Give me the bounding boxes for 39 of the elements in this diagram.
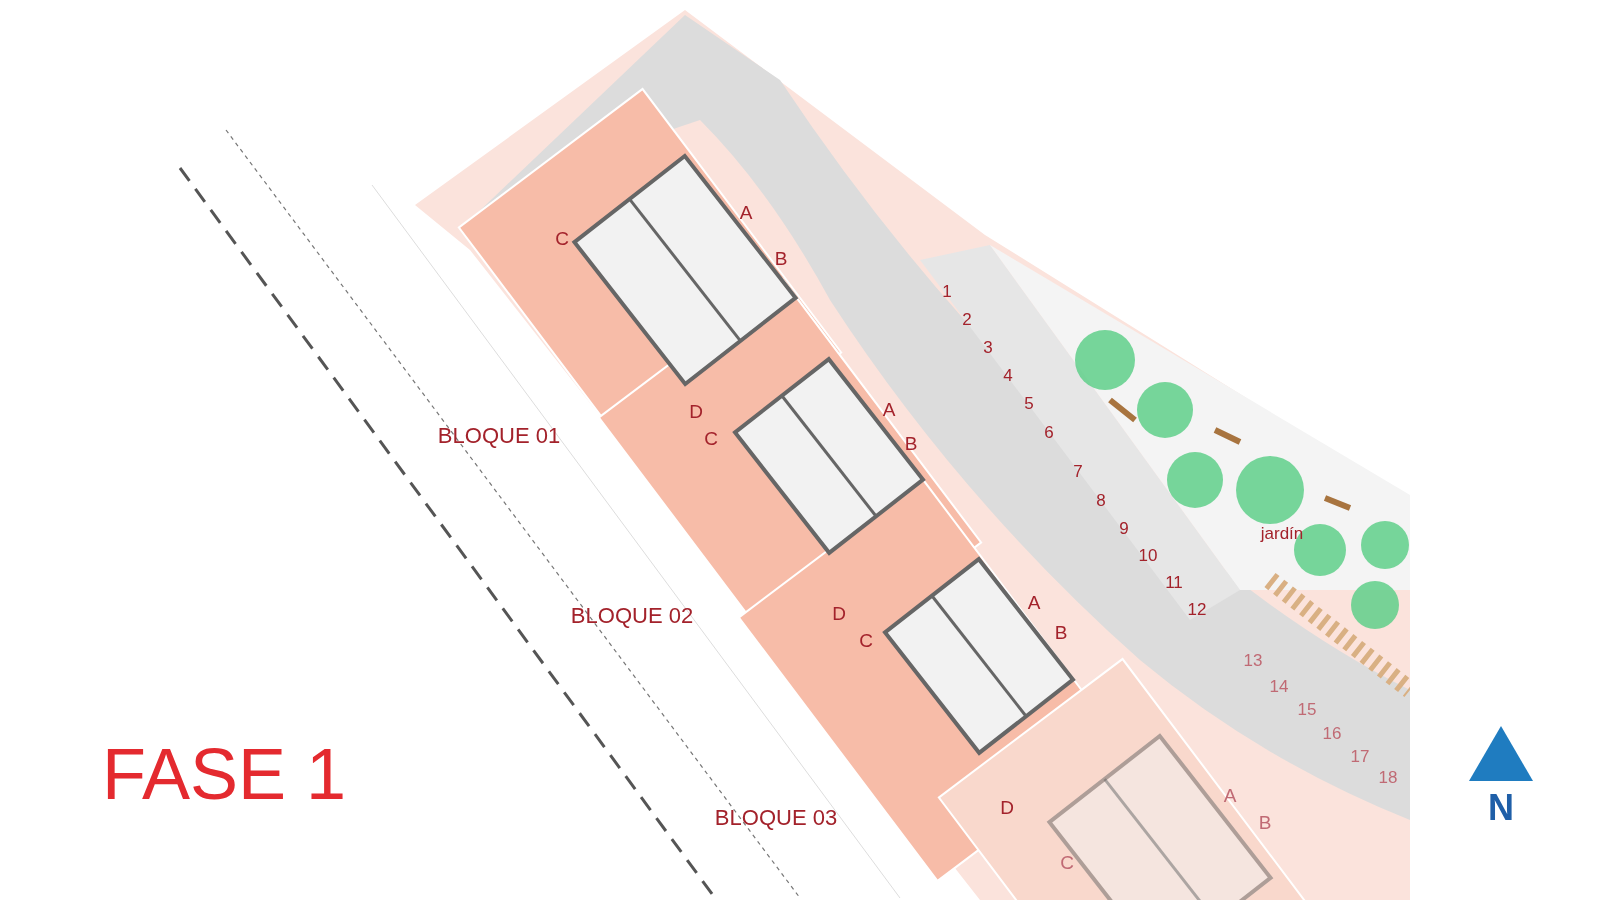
parking-number: 15 — [1297, 700, 1317, 718]
garden-label: jardín — [1260, 524, 1304, 542]
parking-number: 6 — [1044, 423, 1054, 441]
unit-letter: A — [1027, 592, 1041, 612]
parking-number: 2 — [962, 310, 972, 328]
unit-letter: B — [904, 433, 918, 453]
parking-number: 12 — [1187, 600, 1207, 618]
block-label: BLOQUE 01 — [437, 425, 561, 447]
unit-letter: A — [739, 202, 753, 222]
parking-number: 16 — [1322, 724, 1342, 742]
unit-letter: D — [1000, 797, 1014, 817]
parking-number: 7 — [1073, 462, 1083, 480]
block-label: BLOQUE 03 — [714, 807, 838, 829]
unit-letter: B — [774, 248, 788, 268]
unit-letter: C — [704, 428, 718, 448]
parking-number: 18 — [1378, 768, 1398, 786]
unit-letter: C — [1060, 852, 1074, 872]
unit-letter: C — [555, 228, 569, 248]
block-label: BLOQUE 02 — [570, 605, 694, 627]
unit-letter: A — [882, 399, 896, 419]
unit-letter: A — [1223, 785, 1237, 805]
parking-number: 17 — [1350, 747, 1370, 765]
unit-letter: B — [1054, 622, 1068, 642]
parking-number: 9 — [1119, 519, 1129, 537]
parking-number: 11 — [1165, 573, 1183, 591]
unit-letter: D — [689, 401, 703, 421]
parking-number: 5 — [1024, 394, 1034, 412]
parking-number: 1 — [942, 282, 952, 300]
parking-number: 8 — [1096, 491, 1106, 509]
north-label: N — [1488, 790, 1514, 826]
unit-letter: C — [859, 630, 873, 650]
parking-number: 14 — [1269, 677, 1289, 695]
unit-letter: B — [1258, 812, 1272, 832]
unit-letter: D — [832, 603, 846, 623]
parking-number: 3 — [983, 338, 993, 356]
parking-number: 4 — [1003, 366, 1013, 384]
parking-number: 10 — [1138, 546, 1158, 564]
parking-number: 13 — [1243, 651, 1263, 669]
phase-title: FASE 1 — [101, 738, 347, 810]
